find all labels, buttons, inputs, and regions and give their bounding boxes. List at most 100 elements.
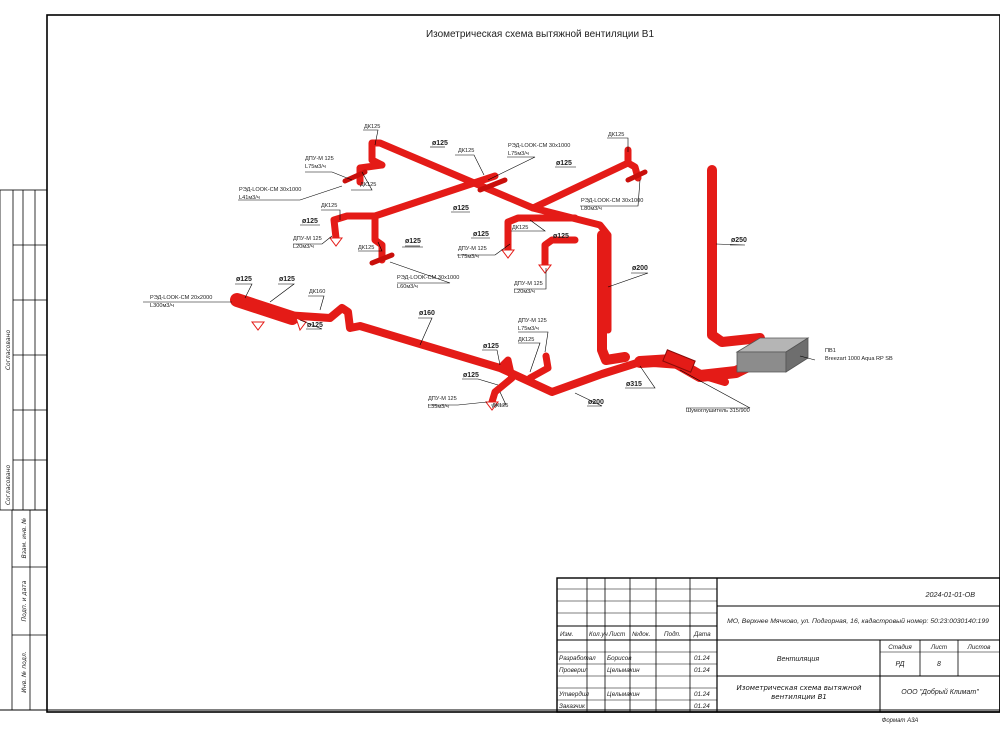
tb-stage: РД xyxy=(895,661,904,668)
duct-branch-i xyxy=(488,356,516,406)
label-d125-f: ДК125 xyxy=(608,132,624,138)
tb-head-4: Подп. xyxy=(664,630,681,638)
duct-vertical-200 xyxy=(597,230,630,365)
duct-riser-250 xyxy=(707,165,765,347)
label-unit-name: Breezart 1000 Aqua RP SB xyxy=(825,356,893,362)
label-d125-h: ДК125 xyxy=(518,337,534,343)
duct-branch-f xyxy=(504,214,579,254)
duct-network xyxy=(230,139,766,406)
side-stamp xyxy=(0,189,48,711)
diffuser-c xyxy=(538,264,552,274)
tb-role-1: Проверил xyxy=(559,667,588,674)
drawing-frame xyxy=(46,14,1000,713)
tb-sheet-no: 8 xyxy=(937,661,941,668)
tb-section: Вентиляция xyxy=(777,654,820,663)
side-label-inv-orig: Инв. № подл. xyxy=(21,651,28,692)
label-dpu-d-flow: L20м3/ч xyxy=(514,289,535,295)
tb-head-5: Дата xyxy=(693,631,711,638)
label-dia125-e: ø125 xyxy=(473,231,489,238)
tb-stage-label: Стадия xyxy=(888,643,912,651)
diffuser-a xyxy=(329,237,343,247)
label-dpu-e-flow: L75м3/ч xyxy=(518,326,539,332)
tb-head-1: Кол.уч xyxy=(589,631,609,638)
title-block-text: 2024-01-01-ОВ МО, Верхнее Мячково, ул. П… xyxy=(558,590,991,724)
tb-company: ООО "Добрый Климат" xyxy=(901,688,979,696)
label-rzd-e-flow: L300м3/ч xyxy=(150,303,174,309)
label-dia125-d: ø125 xyxy=(453,205,469,212)
grille-d xyxy=(369,252,395,266)
grille-b xyxy=(477,177,508,193)
label-dia315: ø315 xyxy=(626,381,642,388)
drawing-title: Изометрическая схема вытяжной вентиляции… xyxy=(426,29,655,40)
label-dia125-h: ø125 xyxy=(279,276,295,283)
title-block xyxy=(556,577,1000,713)
label-rzd-c-flow: L80м3/ч xyxy=(581,206,602,212)
label-d125-i: ДК125 xyxy=(492,403,508,409)
tb-sheet-label: Лист xyxy=(930,644,947,651)
tb-drawing-title: Изометрическая схема вытяжной вентиляции… xyxy=(736,684,862,701)
diffuser-d xyxy=(485,401,499,411)
label-dia125-top: ø125 xyxy=(432,140,448,147)
diffuser-f xyxy=(295,317,307,332)
tb-role-4: Заказчик xyxy=(559,703,586,710)
tb-head-0: Изм. xyxy=(560,631,573,638)
label-rzd-b-flow: L75м3/ч xyxy=(508,151,529,157)
label-dia250: ø250 xyxy=(731,237,747,244)
tb-date-1: 01.24 xyxy=(694,667,710,674)
grille-a xyxy=(342,169,368,184)
label-dia200-a: ø200 xyxy=(632,265,648,272)
label-dpu-e: ДПУ-М 125 xyxy=(518,318,547,324)
label-d125-e: ДК125 xyxy=(458,148,474,154)
side-label-top: Согласовано xyxy=(5,330,12,371)
side-label-sign-date: Подп. и дата xyxy=(21,580,28,621)
tb-role-3: Утвердил xyxy=(558,690,589,698)
duct-branch-h xyxy=(230,293,299,325)
label-dia125-j: ø125 xyxy=(483,343,499,350)
label-dpu-b: ДПУ-М 125 xyxy=(293,236,322,242)
duct-branch-a xyxy=(356,146,386,186)
diffuser-b xyxy=(501,249,515,259)
ventilation-unit-pv1 xyxy=(735,337,810,373)
tb-name-1: Цельмакин xyxy=(607,667,640,674)
tb-address: МО, Верхнее Мячково, ул. Подгорная, 16, … xyxy=(727,617,989,625)
tb-name-0: Борисов xyxy=(607,655,632,662)
label-d125-c: ДК125 xyxy=(321,203,337,209)
side-label-inv-replace: Взам. инв. № xyxy=(21,518,28,559)
label-dia125-c: ø125 xyxy=(556,160,572,167)
label-dia125-f: ø125 xyxy=(553,233,569,240)
tb-head-3: №док. xyxy=(632,630,651,638)
duct-branch-j xyxy=(526,352,552,382)
grilles xyxy=(342,169,648,266)
label-rzd-e: РЭД-LOOK-CM 20х2000 xyxy=(150,295,212,301)
label-d125-g: ДК125 xyxy=(512,225,528,231)
label-rzd-c: РЭД-LOOK-CM 30х1000 xyxy=(581,198,643,204)
label-d125-a: ДК125 xyxy=(364,124,380,130)
label-rzd-a-flow: L41м3/ч xyxy=(239,195,260,201)
label-dia160: ø160 xyxy=(419,310,435,317)
tb-date-3: 01.24 xyxy=(694,691,710,698)
grille-c xyxy=(625,169,648,183)
label-silencer: Шумоглушитель 315/900 xyxy=(686,408,750,414)
label-dia125-b: ø125 xyxy=(405,238,421,245)
diffusers xyxy=(251,237,552,411)
label-dia125-i: ø125 xyxy=(307,322,323,329)
silencer xyxy=(662,349,696,373)
label-dpu-a: ДПУ-М 125 xyxy=(305,156,334,162)
label-dia200-b: ø200 xyxy=(588,399,604,406)
diagram-labels: ДК125 ДПУ-М 125 L75м3/ч ДК125 РЭД-LOOK-C… xyxy=(150,124,893,414)
label-dpu-f-flow: L35м3/ч xyxy=(428,404,449,410)
duct-branch-c xyxy=(371,212,386,264)
tb-date-4: 01.24 xyxy=(694,703,710,710)
tb-name-3: Цельмакин xyxy=(607,691,640,698)
tb-date-code: 2024-01-01-ОВ xyxy=(924,590,975,599)
label-unit-code: ПВ1 xyxy=(825,348,836,354)
side-label-mid: Согласовано xyxy=(5,465,12,506)
label-dia125-k: ø125 xyxy=(463,372,479,379)
label-dpu-c: ДПУ-М 125 xyxy=(458,246,487,252)
tb-sheets-label: Листов xyxy=(967,644,992,651)
tb-format: Формат А3А xyxy=(882,718,919,724)
tb-role-0: Разработал xyxy=(559,654,596,662)
label-dpu-d: ДПУ-М 125 xyxy=(514,281,543,287)
